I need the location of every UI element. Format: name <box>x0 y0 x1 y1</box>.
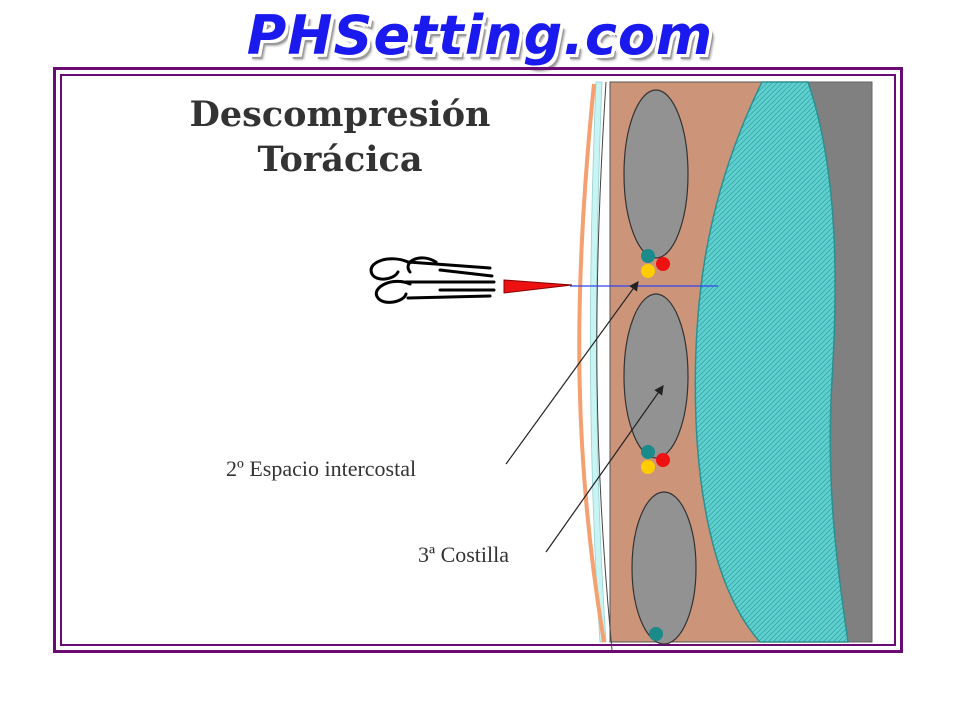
rib-lower <box>631 491 697 645</box>
rib-middle <box>623 293 689 459</box>
skin-line <box>577 83 606 643</box>
artery-dot-middle <box>656 453 670 467</box>
vein-dot-middle <box>641 445 655 459</box>
title-line-1: Descompresión <box>189 94 491 135</box>
lung <box>694 81 849 643</box>
frame-outer-border <box>53 67 903 653</box>
title-line-2: Torácica <box>257 139 423 180</box>
vein-dot-upper <box>641 249 655 263</box>
brand-logo-text: PHSetting.com <box>246 4 714 67</box>
nerve-dot-upper <box>641 264 655 278</box>
artery-dot-upper <box>656 257 670 271</box>
pleura <box>590 81 607 643</box>
air-escape-icon <box>369 256 496 304</box>
rib-label: 3ª Costilla <box>418 542 510 567</box>
vein-dot-lower <box>649 627 663 641</box>
diagram-title: Descompresión Torácica <box>180 92 500 182</box>
rib-pointer-arrow <box>545 385 664 553</box>
intercostal-space-label: 2º Espacio intercostal <box>226 456 417 481</box>
needle <box>503 279 573 294</box>
nerve-dot-middle <box>641 460 655 474</box>
intercostal-pointer-arrow <box>505 281 639 465</box>
rib-upper <box>623 89 689 259</box>
frame-inner-border <box>60 74 896 646</box>
parietal-line <box>596 81 613 651</box>
